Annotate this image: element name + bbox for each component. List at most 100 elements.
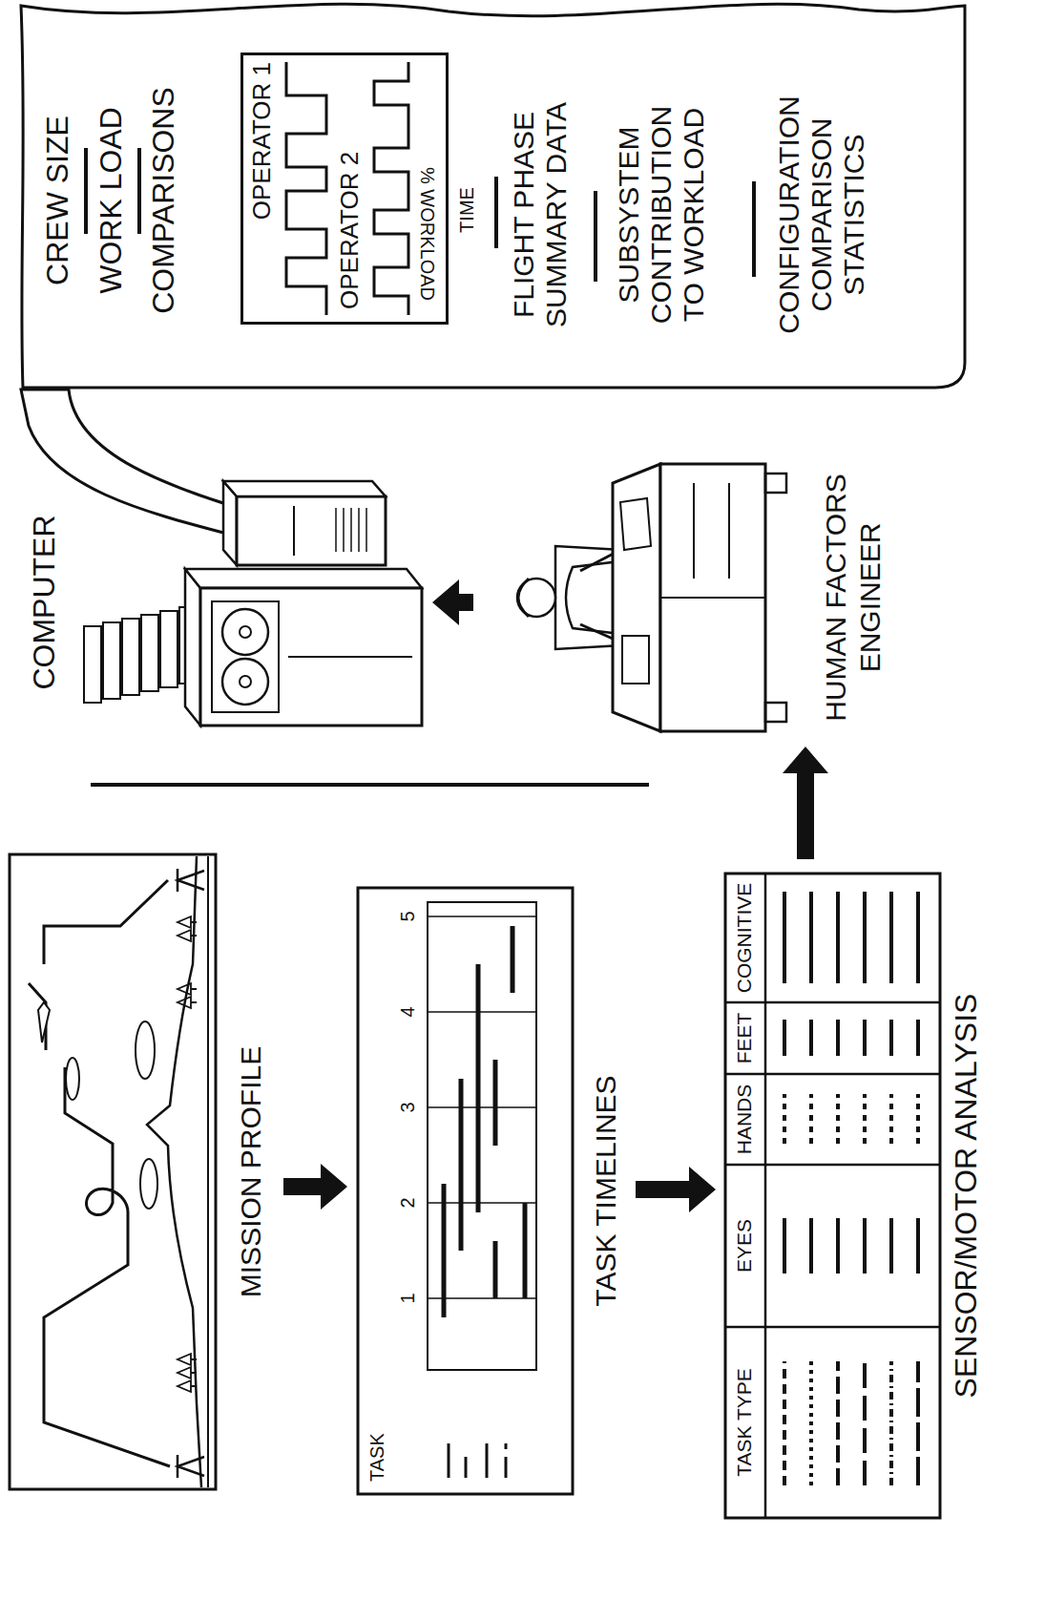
card-stack bbox=[160, 610, 178, 688]
drawing-stroke bbox=[485, 1442, 489, 1478]
tree-symbol bbox=[177, 982, 197, 995]
desk-top bbox=[612, 463, 661, 732]
task-timeline-panel: TASK12345TASK TIMELINES bbox=[353, 874, 630, 1505]
label-text: HUMAN FACTORS ENGINEER bbox=[818, 454, 888, 741]
drawing-stroke bbox=[809, 891, 814, 983]
printer-body bbox=[236, 496, 386, 565]
drawing-stroke bbox=[889, 891, 894, 983]
drawing-stroke bbox=[836, 1217, 840, 1274]
flight-path bbox=[43, 879, 168, 964]
label-text: OPERATOR 2 bbox=[335, 132, 365, 310]
drawing-stroke bbox=[889, 1217, 894, 1274]
drawing-stroke bbox=[889, 1019, 894, 1056]
workload-chart: OPERATOR 1OPERATOR 2% WORKLOAD bbox=[240, 52, 449, 325]
label-text: 3 bbox=[397, 1092, 419, 1122]
card-stack bbox=[103, 622, 121, 699]
label-text: % WORKLOAD bbox=[416, 152, 439, 315]
workload-trace bbox=[374, 62, 409, 315]
drawing-stroke bbox=[357, 507, 360, 552]
label-text: EYES bbox=[732, 1164, 756, 1327]
drawing-stroke bbox=[504, 1442, 508, 1449]
drawing-stroke bbox=[207, 856, 209, 1487]
drawing-stroke bbox=[862, 1360, 867, 1485]
drawing-stroke bbox=[692, 482, 695, 579]
label-text: 1 bbox=[397, 1283, 419, 1313]
drawing-stroke bbox=[809, 1093, 814, 1144]
drawing-stroke bbox=[836, 1360, 840, 1485]
label-text: 2 bbox=[397, 1188, 419, 1217]
drawing-stroke bbox=[504, 1456, 508, 1478]
drawing-stroke bbox=[725, 1163, 941, 1167]
label-text: CREW SIZE bbox=[40, 57, 76, 344]
computer-figure: COMPUTER bbox=[20, 463, 427, 741]
label-text: TASK TIMELINES bbox=[589, 887, 624, 1494]
drawing-stroke bbox=[288, 655, 413, 658]
drawing-stroke bbox=[137, 147, 142, 234]
drawing-stroke bbox=[782, 1093, 787, 1144]
drawing-stroke bbox=[725, 1325, 941, 1329]
drawing-stroke bbox=[916, 1019, 920, 1056]
cabinet-side bbox=[185, 568, 422, 588]
label-text: TASK bbox=[366, 1404, 389, 1482]
label-text: FLIGHT PHASE SUMMARY DATA bbox=[507, 85, 573, 344]
drawing-stroke bbox=[809, 1360, 814, 1485]
drawing-stroke bbox=[493, 1059, 499, 1146]
flow-arrow bbox=[796, 746, 815, 859]
drawing-stroke bbox=[725, 1072, 941, 1076]
desk-leg bbox=[765, 473, 787, 493]
label-text: COGNITIVE bbox=[732, 873, 756, 1003]
drawing-stroke bbox=[660, 596, 766, 599]
drawing-stroke bbox=[728, 482, 731, 579]
card-stack bbox=[122, 618, 140, 695]
label-text: TIME bbox=[456, 168, 479, 251]
tape-hub bbox=[239, 675, 251, 688]
tree-symbol bbox=[177, 1366, 197, 1379]
drawing-stroke bbox=[809, 1217, 814, 1274]
engineer-figure: HUMAN FACTORS ENGINEER bbox=[479, 454, 890, 741]
drawing-stroke bbox=[441, 1183, 447, 1317]
drawing-stroke bbox=[292, 505, 295, 556]
tape-reel bbox=[222, 658, 269, 705]
drawing-stroke bbox=[782, 1360, 787, 1485]
drawing-stroke bbox=[83, 147, 88, 234]
card-stack bbox=[83, 626, 102, 703]
sensor-motor-table: TASK TYPEEYESHANDSFEETCOGNITIVESENSOR/MO… bbox=[721, 864, 989, 1524]
drawing-stroke bbox=[916, 891, 920, 983]
divider-line bbox=[90, 782, 649, 787]
drawing-stroke bbox=[510, 925, 516, 993]
flow-arrow bbox=[283, 1177, 348, 1195]
drawing-stroke bbox=[493, 1240, 499, 1298]
card-stack bbox=[141, 614, 159, 691]
desk-front bbox=[660, 463, 766, 732]
label-text: CONFIGURATION COMPARISON STATISTICS bbox=[773, 85, 871, 344]
drawing-stroke bbox=[427, 1010, 537, 1013]
table-frame bbox=[725, 873, 941, 1518]
tree-symbol bbox=[177, 1379, 197, 1392]
drawing-stroke bbox=[365, 507, 368, 552]
drawing-stroke bbox=[916, 1360, 920, 1485]
tree-symbol bbox=[177, 916, 197, 928]
drawing-stroke bbox=[725, 1001, 941, 1004]
drawing-stroke bbox=[522, 1202, 528, 1298]
drawing-stroke bbox=[476, 963, 481, 1213]
label-text: TASK TYPE bbox=[732, 1326, 756, 1518]
tree-symbol bbox=[177, 996, 197, 1008]
tower-symbol bbox=[177, 868, 205, 892]
drawing-stroke bbox=[427, 1106, 537, 1108]
tree-symbol bbox=[177, 929, 197, 941]
cloud-symbol bbox=[140, 1158, 158, 1209]
panel-frame bbox=[9, 854, 216, 1489]
drawing-stroke bbox=[464, 1456, 468, 1478]
drawing-stroke bbox=[334, 507, 337, 552]
drawing-stroke bbox=[836, 891, 840, 983]
reel-window bbox=[211, 601, 279, 712]
drawing-stroke bbox=[350, 507, 353, 552]
printout-sheet bbox=[20, 3, 965, 388]
cabinet-top bbox=[185, 568, 201, 726]
drawing-stroke bbox=[862, 1093, 867, 1144]
drawing-stroke bbox=[593, 190, 598, 282]
flight-path bbox=[43, 1066, 170, 1466]
label-text: SUBSYSTEM CONTRIBUTION TO WORKLOAD bbox=[612, 85, 711, 344]
drawing-stroke bbox=[752, 181, 756, 277]
printer-side bbox=[223, 480, 386, 497]
